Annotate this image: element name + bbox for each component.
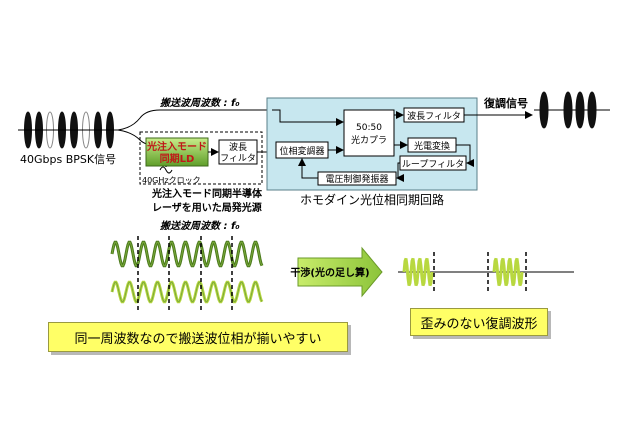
caption-right: 歪みのない復調波形 xyxy=(410,308,548,336)
clock-label: 40GHzクロック xyxy=(142,176,201,185)
loop-filter: ループフィルタ xyxy=(399,155,467,171)
source-caption-line1: 光注入モード同期半導体 xyxy=(151,187,263,200)
caption-left: 同一周波数なので搬送波位相が揃いやすい xyxy=(48,322,348,352)
wavelength-filter-left: 波長 フィルタ xyxy=(218,139,258,165)
output-pulse xyxy=(539,91,549,129)
photo-to-loopfilter xyxy=(456,144,474,167)
wavelength-filter-right-label: 波長フィルタ xyxy=(407,110,461,122)
upper-wave-highlight xyxy=(111,241,263,267)
ld-label-line2: 同期LD xyxy=(160,152,195,165)
optical-coupler: 50:50 光カプラ xyxy=(343,109,395,157)
wavelength-filter-left-line1: 波長 xyxy=(229,141,247,153)
interference-arrow: 干渉(光の足し算) xyxy=(290,246,383,298)
output-pulse xyxy=(587,91,597,129)
demod-wave-1 xyxy=(402,257,434,287)
lower-wave-edge xyxy=(111,281,263,303)
vco-label: 電圧制御発振器 xyxy=(325,173,388,185)
clock-sine-icon xyxy=(159,166,173,174)
wavelength-filter-left-line2: フィルタ xyxy=(220,153,256,164)
loopfilter-to-vco xyxy=(396,162,404,182)
local-oscillator-box xyxy=(139,131,263,185)
phase-modulator-label: 位相変調器 xyxy=(279,145,324,157)
pll-box-title: ホモダイン光位相同期回路 xyxy=(300,192,444,207)
demod-wave-2 xyxy=(492,257,524,287)
wavelength-filter-right: 波長フィルタ xyxy=(403,107,465,123)
right-waves xyxy=(398,252,574,292)
input-pulse-train xyxy=(18,111,118,149)
photo-converter: 光電変換 xyxy=(407,137,457,153)
signal-into-coupler xyxy=(272,109,344,126)
injection-locked-ld: 光注入モード 同期LD xyxy=(145,137,209,167)
coupler-line1: 50:50 xyxy=(356,123,382,133)
split-line-upper xyxy=(117,109,272,131)
coupler-line2: 光カプラ xyxy=(351,134,387,146)
vco: 電圧制御発振器 xyxy=(317,171,397,186)
loop-filter-label: ループフィルタ xyxy=(402,159,464,170)
ld-label-line1: 光注入モード xyxy=(146,140,207,153)
carrier-freq-label-bottom: 搬送波周波数 : f₀ xyxy=(160,220,240,232)
output-pulse xyxy=(575,91,585,129)
carrier-freq-label-top: 搬送波周波数 : f₀ xyxy=(160,97,240,109)
input-signal-label: 40Gbps BPSK信号 xyxy=(20,153,116,166)
left-waves xyxy=(110,236,264,312)
demod-signal-label: 復調信号 xyxy=(483,96,528,110)
interference-arrow-label: 干渉(光の足し算) xyxy=(290,266,369,279)
source-caption-line2: レーザを用いた局発光源 xyxy=(152,201,262,214)
photo-converter-label: 光電変換 xyxy=(414,140,450,152)
phase-modulator: 位相変調器 xyxy=(275,141,329,159)
output-pulse xyxy=(563,91,573,129)
output-pulse-train xyxy=(534,91,610,129)
vco-to-modulator xyxy=(298,158,318,179)
